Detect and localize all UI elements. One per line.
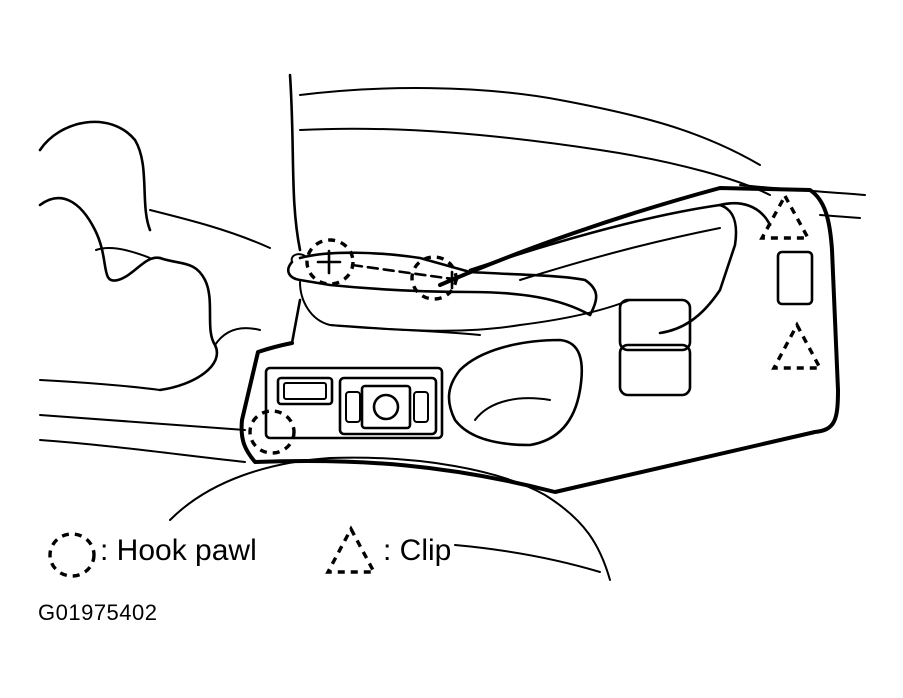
floor-lines [39,209,271,463]
dashed-circle-icon [48,532,96,578]
center-console-outline [239,186,840,494]
shift-boot-outline [38,120,219,392]
console-inner-details [264,201,814,447]
hook-pawl-markers [248,238,462,455]
seat-outline [169,456,611,581]
legend-clip-label: : Clip [383,534,452,567]
legend-hook-pawl-label: : Hook pawl [100,534,257,567]
figure-code: G01975402 [38,600,158,625]
dashboard-lines [288,73,866,252]
parking-brake-lever [286,251,598,336]
clip-markers [759,192,823,370]
dashed-triangle-icon [325,525,377,574]
